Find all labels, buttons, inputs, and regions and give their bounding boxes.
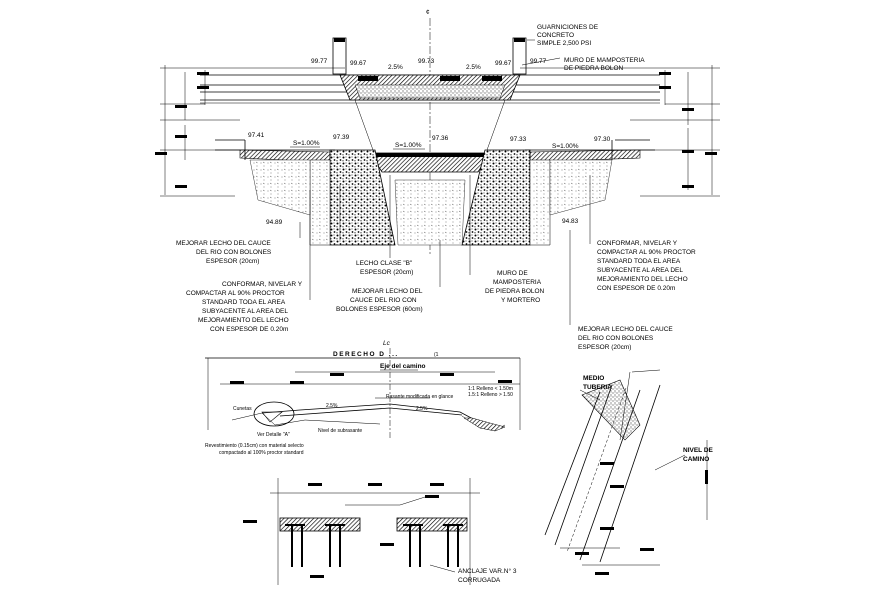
svg-text:DEL RIO CON BOLONES: DEL RIO CON BOLONES	[196, 249, 272, 256]
svg-text:SUBYACENTE AL AREA DEL: SUBYACENTE AL AREA DEL	[202, 308, 288, 315]
label-detalle: Ver Detalle "A"	[257, 432, 290, 438]
note-guarniciones: GUARNICIONES DE CONCRETO SIMPLE 2,500 PS…	[537, 24, 599, 47]
river-cross-section: ¢	[155, 9, 720, 351]
svg-text:SUBYACENTE AL AREA DEL: SUBYACENTE AL AREA DEL	[597, 267, 683, 274]
label-cunetas: Cunetas	[233, 406, 252, 412]
note-lecho-clase: LECHO CLASE "B" ESPESOR (20cm)	[356, 260, 413, 276]
label-revest-2: compactado al 100% proctor standard	[219, 450, 304, 456]
svg-text:CON ESPESOR DE 0.20m: CON ESPESOR DE 0.20m	[210, 326, 288, 333]
svg-text:MURO DE MAMPOSTERIA: MURO DE MAMPOSTERIA	[564, 57, 645, 64]
svg-text:DEL RIO CON BOLONES: DEL RIO CON BOLONES	[578, 335, 654, 342]
label-relleno-2: 1.5:1 Relleno > 1.50	[468, 392, 513, 398]
svg-text:CONCRETO: CONCRETO	[537, 32, 574, 39]
dimension-lines-right	[520, 65, 720, 197]
elev-bottom-right: 94.83	[562, 218, 579, 225]
note-muro-center: MURO DE MAMPOSTERIA DE PIEDRA BOLON Y MO…	[485, 270, 545, 304]
diagonal-detail: MEDIO TUBERIA NIVEL DE CAMINO	[544, 369, 714, 575]
svg-text:CONFORMAR, NIVELAR Y: CONFORMAR, NIVELAR Y	[597, 240, 678, 247]
masonry-walls	[309, 99, 551, 246]
svg-text:COMPACTAR AL 90% PROCTOR: COMPACTAR AL 90% PROCTOR	[597, 249, 696, 256]
svg-text:COMPACTAR AL 90% PROCTOR: COMPACTAR AL 90% PROCTOR	[186, 290, 285, 297]
svg-text:ESPESOR (20cm): ESPESOR (20cm)	[578, 344, 631, 351]
leader-lines	[299, 39, 591, 325]
road-centerline-marker: Lc	[383, 340, 391, 347]
note-mejorar-left: MEJORAR LECHO DEL CAUCE DEL RIO CON BOLO…	[176, 240, 272, 265]
elev-top-right-inner: 99.67	[495, 60, 512, 67]
slope-deck-left: 2.5%	[388, 64, 403, 71]
svg-text:DE PIEDRA BOLON: DE PIEDRA BOLON	[564, 65, 624, 72]
svg-text:SIMPLE 2,500 PSI: SIMPLE 2,500 PSI	[537, 40, 591, 47]
slope-road-left: 2.5%	[326, 403, 338, 409]
road-deck	[200, 74, 660, 104]
svg-text:CON ESPESOR DE 0.20m: CON ESPESOR DE 0.20m	[597, 285, 675, 292]
side-soil	[249, 159, 613, 216]
elev-bottom-left: 94.89	[266, 219, 283, 226]
elev-top-right: 99.77	[530, 58, 547, 65]
road-profile: Lc DERECHO D ... (1 Eje del camino 2.5% …	[205, 340, 521, 456]
diag-label-right-1: NIVEL DE	[683, 447, 714, 454]
slope-bed-right: S=1.00%	[552, 143, 579, 150]
note-mejorar-right: MEJORAR LECHO DEL CAUCE DEL RIO CON BOLO…	[578, 326, 673, 351]
elev-bed-left-inner: 97.39	[333, 134, 350, 141]
elev-top-left-inner: 99.67	[350, 60, 367, 67]
elev-top-center: 99.73	[418, 58, 435, 65]
diag-label-top-1: MEDIO	[583, 375, 604, 382]
anchor-label-1: ANCLAJE VAR.N° 3	[458, 567, 517, 575]
label-revest-1: Revestimiento (0.15cm) con material sele…	[205, 443, 304, 449]
svg-text:LECHO CLASE "B": LECHO CLASE "B"	[356, 260, 413, 267]
label-rasante: Rasante modificada en glance	[386, 394, 453, 400]
label-relleno-1: 1:1 Relleno < 1.50m	[468, 386, 513, 392]
elevation-labels: 99.77 99.67 99.73 99.67 99.77 97.41 97.3…	[248, 58, 611, 226]
note-conformar-left: CONFORMAR, NIVELAR Y COMPACTAR AL 90% PR…	[186, 281, 303, 333]
road-title: DERECHO D ...	[333, 351, 399, 358]
note-conformar-right: CONFORMAR, NIVELAR Y COMPACTAR AL 90% PR…	[597, 240, 696, 292]
road-title-small: (1	[434, 352, 439, 358]
diag-label-right-2: CAMINO	[683, 456, 709, 463]
svg-text:GUARNICIONES DE: GUARNICIONES DE	[537, 24, 599, 31]
svg-text:DE PIEDRA BOLON: DE PIEDRA BOLON	[485, 288, 545, 295]
elev-bed-left-outer: 97.41	[248, 132, 265, 139]
slope-road-right: 2.5%	[416, 406, 428, 412]
slope-bed-left: S=1.00%	[293, 140, 320, 147]
label-nivel: Nivel de subrasante	[318, 428, 362, 434]
note-muro-top: MURO DE MAMPOSTERIA DE PIEDRA BOLON	[564, 57, 645, 72]
slope-labels: 2.5% 2.5% S=1.00% S=1.00% S=1.00%	[290, 64, 580, 151]
detail-circle	[253, 401, 295, 427]
elev-bed-right-outer: 97.30	[594, 136, 611, 143]
centerline-symbol: ¢	[426, 9, 430, 16]
road-subtitle: Eje del camino	[380, 363, 426, 370]
note-mejorar-center: MEJORAR LECHO DEL CAUCE DEL RIO CON BOLO…	[336, 288, 423, 313]
svg-text:CONFORMAR, NIVELAR Y: CONFORMAR, NIVELAR Y	[222, 281, 303, 288]
svg-text:MURO DE: MURO DE	[497, 270, 528, 277]
concrete-curbs	[332, 37, 527, 75]
svg-text:Y MORTERO: Y MORTERO	[501, 297, 540, 304]
anchor-bars	[285, 524, 463, 567]
slope-deck-right: 2.5%	[466, 64, 481, 71]
svg-text:BOLONES ESPESOR (60cm): BOLONES ESPESOR (60cm)	[336, 306, 423, 313]
slope-bed-center: S=1.00%	[395, 142, 422, 149]
svg-text:MEJORAMIENTO DEL LECHO: MEJORAMIENTO DEL LECHO	[597, 276, 688, 283]
svg-text:STANDARD TODA EL AREA: STANDARD TODA EL AREA	[202, 299, 286, 306]
svg-text:MEJORAR LECHO DEL CAUCE: MEJORAR LECHO DEL CAUCE	[578, 326, 673, 333]
svg-text:MEJORAMIENTO DEL LECHO: MEJORAMIENTO DEL LECHO	[198, 317, 289, 324]
svg-text:MEJORAR LECHO DEL: MEJORAR LECHO DEL	[352, 288, 423, 295]
svg-text:MAMPOSTERIA: MAMPOSTERIA	[493, 279, 542, 286]
anchor-label-2: CORRUGADA	[458, 577, 501, 584]
elev-bed-center: 97.36	[432, 135, 449, 142]
elev-bed-right-inner: 97.33	[510, 136, 527, 143]
svg-text:STANDARD TODA EL AREA: STANDARD TODA EL AREA	[597, 258, 681, 265]
anchor-detail: ANCLAJE VAR.N° 3 CORRUGADA	[243, 478, 517, 585]
svg-text:ESPESOR (20cm): ESPESOR (20cm)	[206, 258, 259, 265]
svg-text:MEJORAR LECHO DEL CAUCE: MEJORAR LECHO DEL CAUCE	[176, 240, 271, 247]
diag-label-top-2: TUBERIA	[583, 384, 612, 391]
svg-text:CAUCE DEL RIO CON: CAUCE DEL RIO CON	[350, 297, 417, 304]
elev-top-left: 99.77	[311, 58, 328, 65]
svg-text:ESPESOR (20cm): ESPESOR (20cm)	[360, 269, 413, 276]
